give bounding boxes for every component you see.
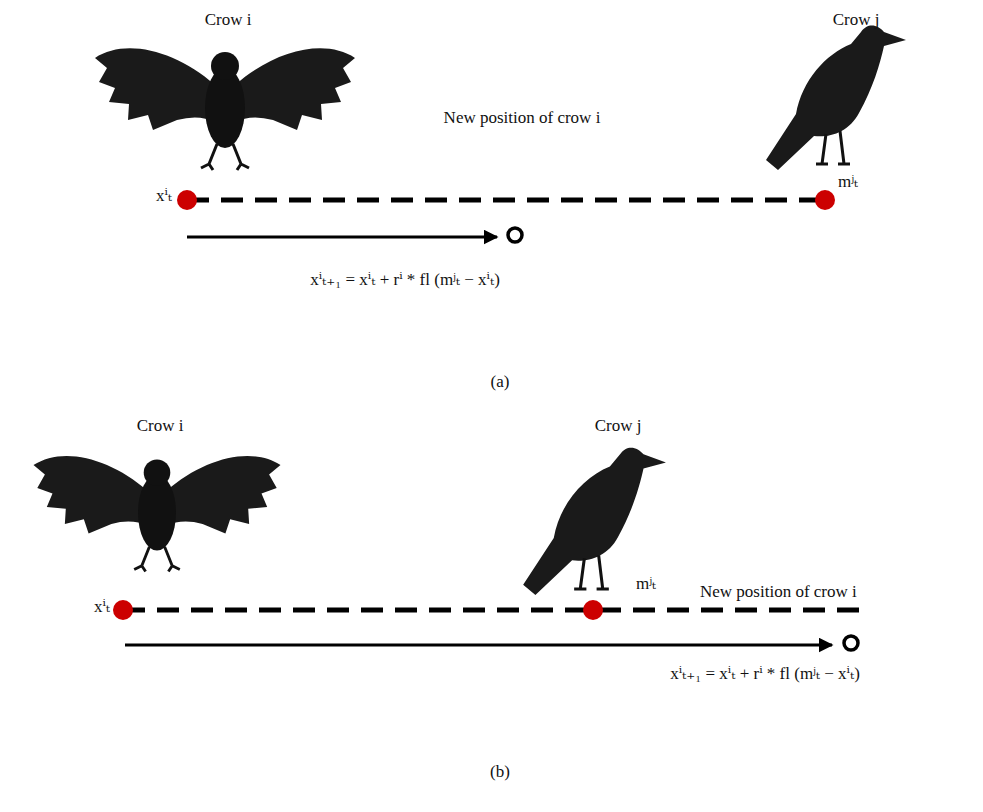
crow-label: Crow i xyxy=(137,416,184,436)
crow-label: Crow i xyxy=(205,10,252,30)
panel-label: (b) xyxy=(490,762,510,782)
position-dot xyxy=(113,600,133,620)
crow-label: Crow j xyxy=(595,416,642,436)
flying-crow xyxy=(95,48,355,170)
update-formula: xⁱₜ₊₁ = xⁱₜ + rⁱ * fl (mʲₜ − xⁱₜ) xyxy=(310,270,500,290)
position-caption: New position of crow i xyxy=(444,108,601,128)
memory-symbol: mʲₜ xyxy=(838,172,858,192)
position-dot xyxy=(815,190,835,210)
memory-symbol: mʲₜ xyxy=(636,574,656,594)
move-arrow xyxy=(125,644,832,647)
dashed-line xyxy=(123,608,868,613)
position-symbol: xⁱₜ xyxy=(94,597,110,617)
update-formula: xⁱₜ₊₁ = xⁱₜ + rⁱ * fl (mʲₜ − xⁱₜ) xyxy=(670,664,860,684)
perched-crow xyxy=(766,26,906,170)
move-arrow xyxy=(187,236,497,239)
new-position-mark xyxy=(844,636,858,650)
panel-label: (a) xyxy=(491,372,510,392)
position-symbol: xⁱₜ xyxy=(156,186,172,206)
new-position-mark xyxy=(508,228,522,242)
perched-crow xyxy=(523,448,666,595)
position-dot xyxy=(583,600,603,620)
position-caption: New position of crow i xyxy=(700,582,857,602)
dashed-line xyxy=(187,198,825,203)
position-dot xyxy=(177,190,197,210)
flying-crow xyxy=(33,456,280,572)
crow-label: Crow j xyxy=(833,10,880,30)
